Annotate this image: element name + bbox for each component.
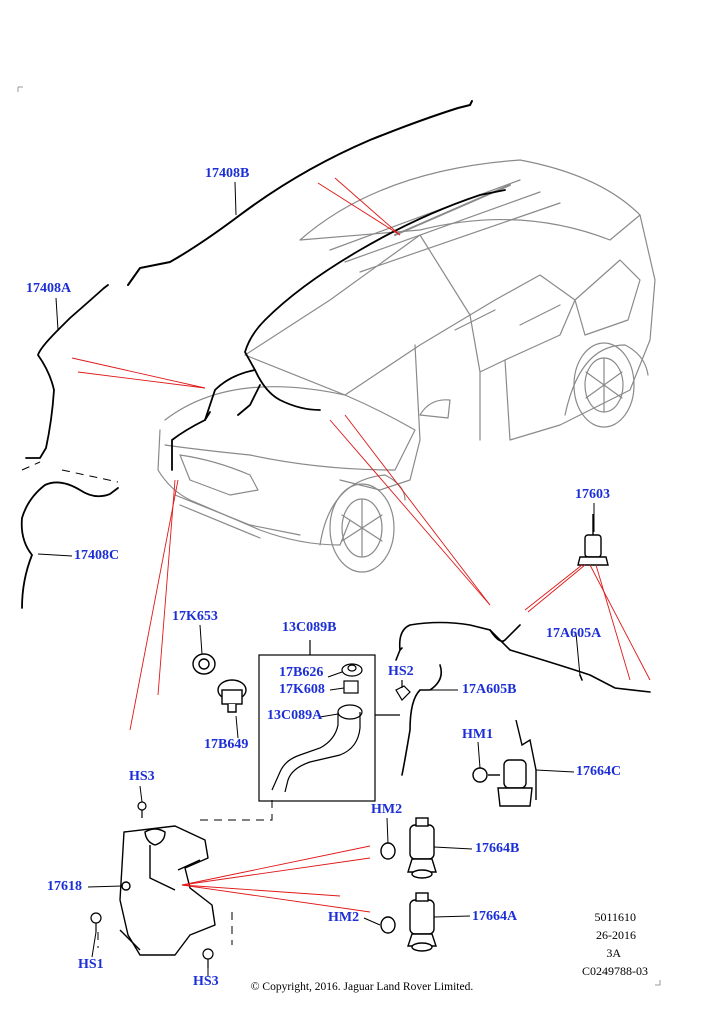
callout-13C089B[interactable]: 13C089B <box>282 620 337 635</box>
callout-17603[interactable]: 17603 <box>575 487 610 502</box>
component-17K653 <box>192 653 216 675</box>
component-17664C <box>472 719 537 807</box>
callout-17664B[interactable]: 17664B <box>475 841 520 856</box>
component-17B649 <box>217 679 247 713</box>
callout-17A605B[interactable]: 17A605B <box>462 682 517 697</box>
component-17618 <box>119 825 216 956</box>
copyright-notice: © Copyright, 2016. Jaguar Land Rover Lim… <box>250 981 474 993</box>
callout-17408C[interactable]: 17408C <box>74 548 120 563</box>
callout-17618[interactable]: 17618 <box>47 879 82 894</box>
component-17664A <box>380 892 437 952</box>
callout-17408A[interactable]: 17408A <box>26 281 72 296</box>
callout-HS2[interactable]: HS2 <box>388 664 414 679</box>
hose-vehicle-route <box>171 189 506 471</box>
fastener-HS2 <box>395 680 411 701</box>
filler-neck-kit <box>258 640 400 802</box>
vehicle-outline <box>157 159 656 573</box>
callout-HS3-top[interactable]: HS3 <box>129 769 155 784</box>
reference-revision: 3A <box>606 946 621 960</box>
callout-17664A[interactable]: 17664A <box>472 909 518 924</box>
callout-17A605A[interactable]: 17A605A <box>546 626 602 641</box>
reference-date: 26-2016 <box>596 928 636 942</box>
callout-17K653[interactable]: 17K653 <box>172 609 218 624</box>
dashed-links <box>21 461 273 948</box>
callout-13C089A[interactable]: 13C089A <box>267 708 323 723</box>
hose-17408C <box>20 481 119 609</box>
callout-HS3-bottom[interactable]: HS3 <box>193 974 219 989</box>
callout-17408B[interactable]: 17408B <box>205 166 250 181</box>
callout-17K608[interactable]: 17K608 <box>279 682 325 697</box>
reference-number: 5011610 <box>594 910 636 924</box>
component-17664B <box>380 817 437 879</box>
hose-17408B <box>127 100 473 286</box>
leader-lines <box>71 177 651 913</box>
fasteners <box>90 801 214 968</box>
component-17603 <box>577 514 609 566</box>
sheet-corner-marks <box>17 86 661 986</box>
reference-code: C0249788-03 <box>582 964 648 978</box>
callout-HM1[interactable]: HM1 <box>462 727 494 742</box>
callout-HS1[interactable]: HS1 <box>78 957 104 972</box>
hose-17A605 <box>395 621 651 776</box>
callout-HM2-bottom[interactable]: HM2 <box>328 910 360 925</box>
callout-leaders <box>37 181 595 976</box>
callout-17664C[interactable]: 17664C <box>576 764 622 779</box>
hose-17408A <box>25 284 109 459</box>
callout-17B626[interactable]: 17B626 <box>279 665 324 680</box>
callout-HM2-top[interactable]: HM2 <box>371 802 403 817</box>
callout-17B649[interactable]: 17B649 <box>204 737 249 752</box>
